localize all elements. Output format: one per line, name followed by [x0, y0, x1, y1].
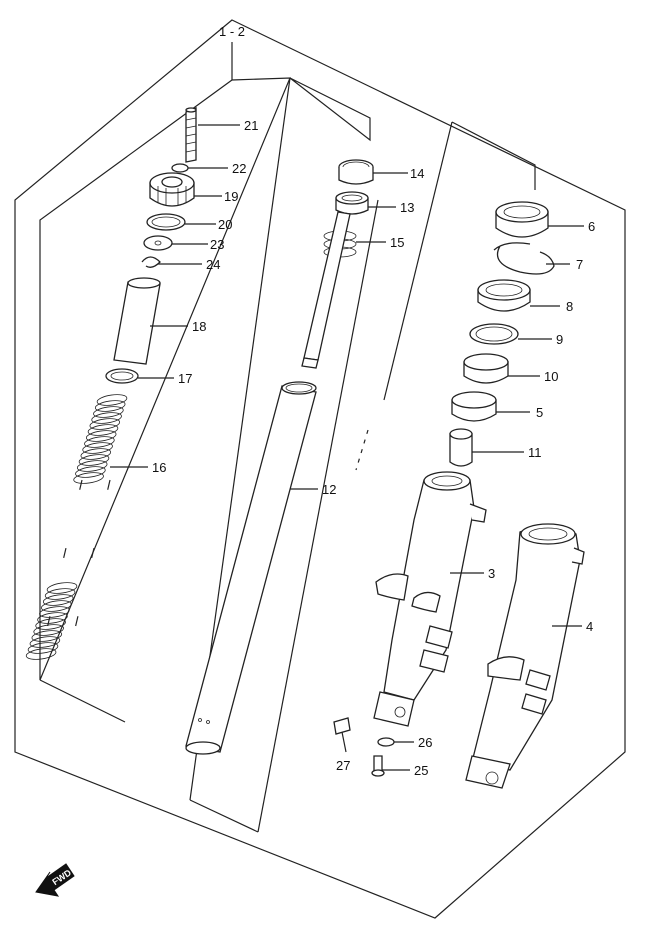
part-17-spring-seat: [105, 368, 139, 384]
callout-22: 22: [232, 161, 246, 176]
callout-4: 4: [586, 619, 593, 634]
callout-27: 27: [336, 758, 350, 773]
part-24-clip: [141, 256, 161, 268]
callout-23: 23: [210, 237, 224, 252]
part-8-oil-seal: [477, 279, 531, 312]
callout-8: 8: [566, 299, 573, 314]
callout-3: 3: [488, 566, 495, 581]
middle-panel: [289, 77, 371, 142]
callout-7: 7: [576, 257, 583, 272]
callout-15: 15: [390, 235, 404, 250]
callout-5: 5: [536, 405, 543, 420]
part-19-cap-bolt: [149, 172, 195, 207]
callout-21: 21: [244, 118, 258, 133]
part-12-inner-tube: [185, 381, 317, 755]
damper-rod: [303, 211, 351, 361]
callout-6: 6: [588, 219, 595, 234]
part-26-gasket: [377, 737, 395, 747]
callout-13: 13: [400, 200, 414, 215]
part-13-damper-rod-top: [335, 191, 369, 215]
part-22-o-ring: [171, 163, 189, 173]
callout-11: 11: [528, 445, 542, 460]
part-11-oil-lock-piece: [449, 428, 473, 467]
callout-26: 26: [418, 735, 432, 750]
callout-labels: 3 4 5 6 7 8 9 10 11 12 13 14 15 16 17 18 19 20 21 22 23 24 25 2…: [152, 118, 595, 778]
part-5-slide-bushing: [451, 391, 497, 422]
part-10-guide-bushing: [463, 353, 509, 384]
callout-16: 16: [152, 460, 166, 475]
callout-24: 24: [206, 257, 220, 272]
callout-18: 18: [192, 319, 206, 334]
leader-lines: [110, 124, 584, 771]
callout-10: 10: [544, 369, 558, 384]
part-27-bolt: [333, 717, 351, 753]
right-panel: [451, 121, 536, 190]
part-16-fork-spring: [25, 394, 128, 660]
fwd-arrow-icon: FWD: [35, 863, 75, 897]
callout-14: 14: [410, 166, 424, 181]
part-25-drain-bolt: [371, 755, 385, 777]
part-6-dust-seal: [495, 201, 549, 238]
assembly-label: 1 - 2: [219, 24, 245, 39]
outer-frame: [14, 19, 626, 919]
callout-12: 12: [322, 482, 336, 497]
part-18-spacer: [113, 277, 161, 365]
callout-19: 19: [224, 189, 238, 204]
part-4-outer-tube: [465, 523, 585, 789]
callout-17: 17: [178, 371, 192, 386]
callout-9: 9: [556, 332, 563, 347]
callout-20: 20: [218, 217, 232, 232]
part-23-washer: [143, 235, 173, 251]
part-7-stopper-ring: [493, 242, 555, 275]
callout-25: 25: [414, 763, 428, 778]
part-21-adjuster-rod: [185, 107, 197, 163]
part-20-o-ring: [146, 213, 186, 231]
left-panel: [39, 77, 291, 681]
part-3-outer-tube: [373, 471, 487, 727]
